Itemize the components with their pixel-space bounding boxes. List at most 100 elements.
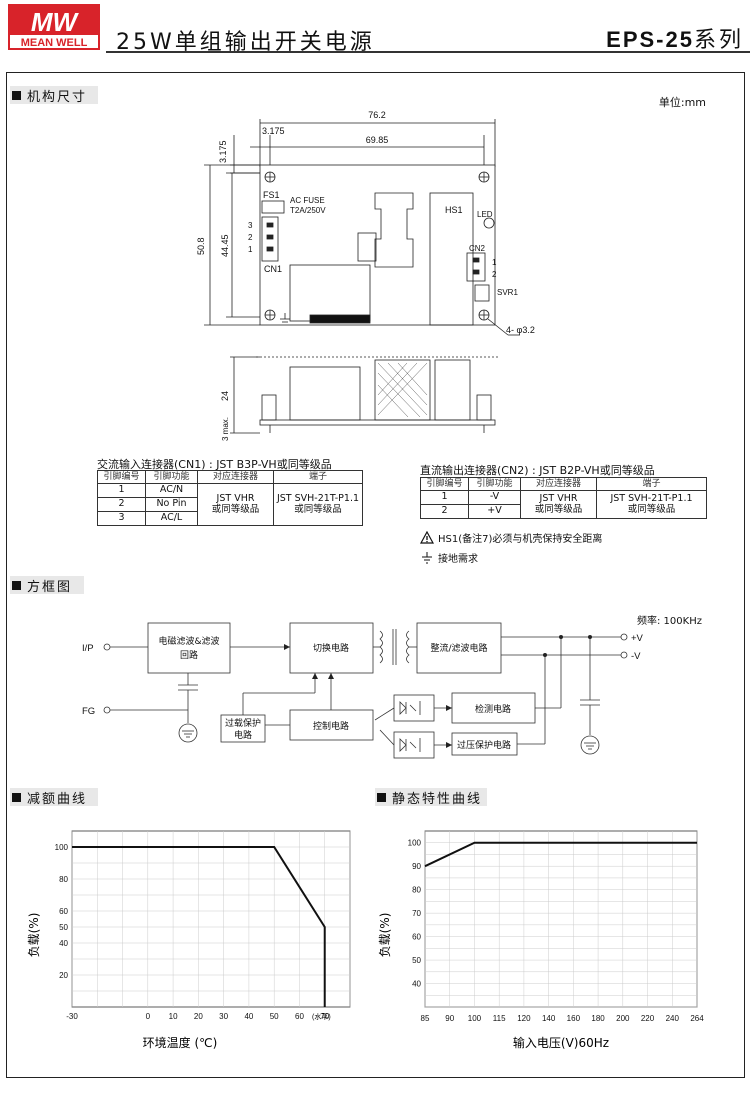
- logo-text: MEAN WELL: [21, 37, 88, 49]
- y-tick-label: 100: [55, 843, 69, 852]
- cell-pin: 1: [420, 490, 469, 506]
- label-svr1: SVR1: [497, 288, 518, 297]
- plot-frame: [71, 830, 351, 1008]
- label-vminus: -V: [631, 651, 641, 662]
- label-fuse-1: AC FUSE: [290, 196, 325, 205]
- dim-hole: 4- φ3.2: [506, 325, 535, 335]
- label-hs1: HS1: [445, 205, 463, 215]
- label-cn2-pin1: 1: [492, 258, 497, 267]
- terminal-line: JST SVH-21T-P1.1: [610, 492, 693, 504]
- label-pin3: 3: [248, 221, 253, 230]
- cn2-title: 直流输出连接器(CN2) : JST B2P-VH或同等级品: [420, 464, 655, 477]
- square-bullet-icon: [377, 792, 386, 802]
- label-ip: I/P: [82, 643, 94, 654]
- label-led: LED: [477, 210, 493, 219]
- x-tick-label: 60: [295, 1012, 304, 1021]
- square-bullet-icon: [12, 792, 21, 802]
- y-axis-label: 负载(%): [27, 913, 41, 958]
- square-bullet-icon: [12, 580, 21, 590]
- section-header-mechanical: 机构尺寸: [10, 86, 98, 105]
- block-diagram: I/P FG 电磁滤波&滤波 回路 切换电路 整流/滤波电路 控制电路 过载保护…: [82, 622, 644, 759]
- x-tick-label: 200: [616, 1014, 630, 1023]
- col-header: 引脚功能: [468, 476, 521, 492]
- y-tick-label: 90: [412, 862, 421, 871]
- col-header: 引脚功能: [145, 469, 198, 485]
- model-name: EPS-25: [606, 27, 694, 52]
- x-tick-label: -30: [66, 1012, 78, 1021]
- x-unit: (水平): [312, 1012, 331, 1021]
- mechanical-drawing: 76.2 69.85 3.175 3.175 50.8 44.45 24 3 m…: [196, 110, 535, 441]
- label-fg: FG: [82, 706, 95, 717]
- derating-series-line: [72, 846, 326, 1007]
- section-header-static: 静态特性曲线: [375, 788, 487, 807]
- static-series-line: [424, 841, 697, 868]
- x-tick-label: 20: [194, 1012, 203, 1021]
- block-ocp-1: 过载保护: [225, 717, 261, 729]
- spec-frame: [6, 72, 745, 1078]
- terminal-line: 或同等级品: [627, 503, 676, 515]
- cell-func: AC/N: [145, 483, 198, 499]
- dim-edge-left: 3.175: [262, 126, 285, 136]
- block-switch: 切换电路: [313, 642, 349, 654]
- block-ocp-2: 电路: [234, 729, 252, 741]
- dim-inner-width: 69.85: [366, 135, 389, 145]
- y-tick-label: 70: [412, 909, 421, 918]
- model-title: EPS-25系列: [606, 22, 744, 54]
- cell-func: -V: [468, 490, 521, 506]
- y-tick-label: 60: [412, 933, 421, 942]
- table-row: 3 AC/L: [97, 511, 363, 527]
- label-pin2: 2: [248, 233, 253, 242]
- hs1-note: HS1(备注7)必须与机壳保持安全距离: [420, 530, 602, 545]
- y-tick-label: 60: [59, 907, 68, 916]
- mating-line: JST VHR: [216, 492, 255, 504]
- y-tick-label: 100: [408, 839, 422, 848]
- table-header-row: 引脚编号 引脚功能 对应连接器 端子: [420, 476, 707, 492]
- cell-func: No Pin: [145, 497, 198, 513]
- label-cn1: CN1: [264, 264, 282, 274]
- x-tick-label: 160: [567, 1014, 581, 1023]
- label-pin1: 1: [248, 245, 253, 254]
- logo-mark: MW: [31, 7, 80, 37]
- col-header: 对应连接器: [520, 476, 597, 492]
- section-title: 方框图: [27, 579, 73, 595]
- x-tick-label: 120: [517, 1014, 531, 1023]
- square-bullet-icon: [12, 90, 21, 100]
- label-cn2: CN2: [469, 244, 486, 253]
- model-suffix: 系列: [693, 27, 744, 52]
- x-tick-label: 264: [690, 1014, 704, 1023]
- block-detect: 检测电路: [475, 703, 511, 715]
- hs1-note-text: HS1(备注7)必须与机壳保持安全距离: [438, 534, 603, 545]
- cell-func: AC/L: [145, 511, 198, 527]
- y-tick-label: 50: [59, 923, 68, 932]
- plot-frame: [424, 830, 698, 1008]
- dim-inner-height: 44.45: [220, 234, 230, 257]
- x-axis-label: 输入电压(V)60Hz: [513, 1035, 609, 1050]
- mating-line: 或同等级品: [534, 503, 583, 515]
- y-tick-label: 40: [412, 980, 421, 989]
- label-cn2-pin2: 2: [492, 270, 497, 279]
- section-title: 静态特性曲线: [392, 791, 483, 807]
- col-header: 对应连接器: [197, 469, 274, 485]
- terminal-line: 或同等级品: [294, 503, 342, 515]
- x-tick-label: 220: [641, 1014, 655, 1023]
- x-tick-label: 40: [244, 1012, 253, 1021]
- col-header: 引脚编号: [420, 476, 469, 492]
- ground-icon: [422, 551, 432, 563]
- x-tick-label: 50: [270, 1012, 279, 1021]
- section-header-derating: 减额曲线: [10, 788, 98, 807]
- x-tick-label: 100: [468, 1014, 482, 1023]
- label-fs1: FS1: [263, 190, 280, 200]
- x-tick-label: 85: [421, 1014, 430, 1023]
- x-tick-label: 115: [493, 1014, 506, 1023]
- block-ovp: 过压保护电路: [457, 739, 511, 751]
- cn1-title: 交流输入连接器(CN1) : JST B3P-VH或同等级品: [97, 458, 332, 471]
- header-rule: [106, 51, 750, 53]
- unit-label: 单位:mm: [658, 96, 706, 109]
- cell-pin: 2: [97, 497, 146, 513]
